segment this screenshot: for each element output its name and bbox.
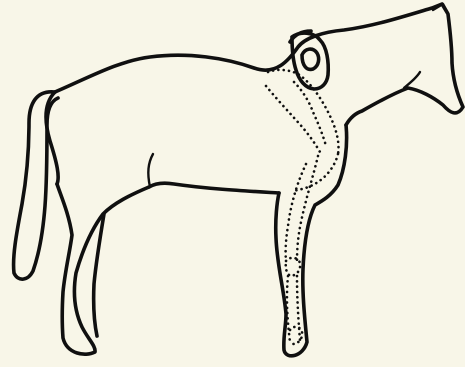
horse-rear-leg-front-edge	[94, 214, 104, 336]
dotted-cannon-front	[297, 276, 300, 340]
dotted-shoulder-inner	[266, 86, 320, 152]
dotted-scapula	[294, 82, 326, 146]
horse-face-detail	[404, 72, 420, 88]
horse-flank-contour	[148, 154, 153, 187]
withers-pad-outline	[292, 33, 328, 89]
horse-back-and-head-outline	[55, 4, 463, 125]
horse-hind-leg	[57, 184, 149, 354]
horse-belly	[149, 183, 279, 193]
withers-pad-inner	[302, 49, 319, 69]
dotted-cannon-back	[287, 276, 290, 342]
horse-tail	[14, 92, 58, 279]
dotted-chest-curve	[292, 154, 338, 191]
